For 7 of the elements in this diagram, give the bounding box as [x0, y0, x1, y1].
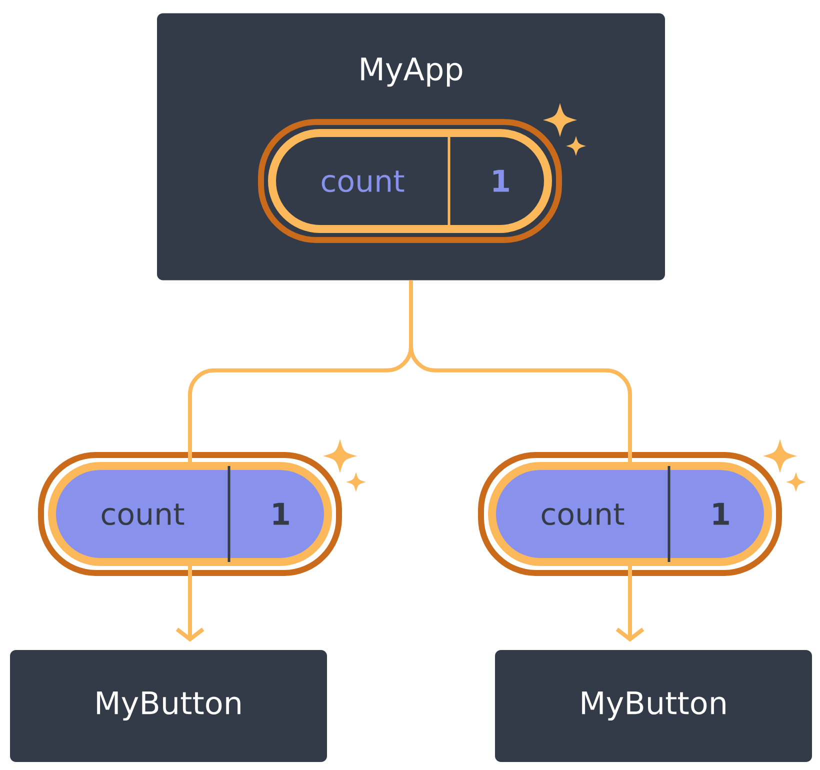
- component-box: MyButton: [10, 650, 327, 762]
- connector-arrow: [616, 566, 644, 642]
- state-pill: count 1: [258, 119, 562, 243]
- state-pill: count 1: [38, 452, 342, 576]
- state-pill: count 1: [478, 452, 782, 576]
- connector-arrow: [176, 566, 204, 642]
- component-box: MyButton: [495, 650, 812, 762]
